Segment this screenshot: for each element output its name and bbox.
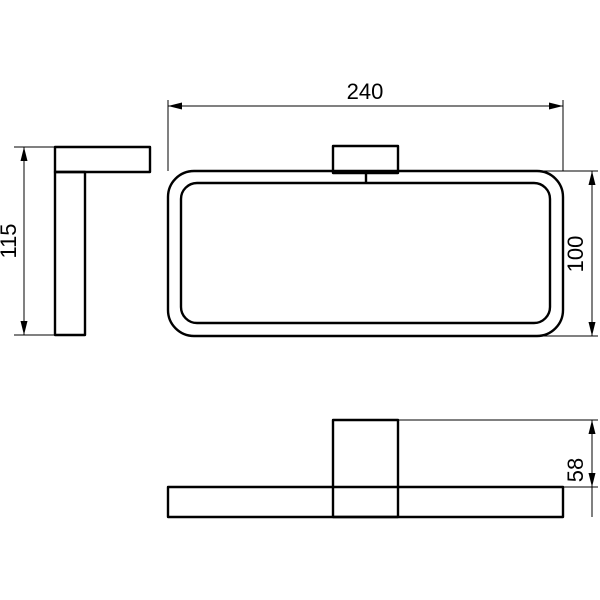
- side-view-vertical-bar: [53, 170, 87, 337]
- dimension-label-58: 58: [563, 458, 588, 482]
- arrow-head: [549, 102, 563, 110]
- arrow-head: [20, 147, 28, 161]
- side-view-top-arm: [53, 145, 152, 174]
- dimension-label-240: 240: [347, 79, 384, 104]
- front-view: 240 100: [166, 79, 598, 338]
- top-view: 58: [166, 418, 598, 519]
- front-view-mount-block: [331, 144, 400, 175]
- top-view-mount-block: [331, 418, 400, 519]
- front-view-ring-inner: [179, 181, 552, 325]
- arrow-head: [588, 473, 596, 487]
- arrow-head: [20, 321, 28, 335]
- dimension-label-115: 115: [0, 223, 21, 258]
- arrow-head: [588, 171, 596, 185]
- side-view: 115: [0, 145, 152, 337]
- front-view-ring-outer: [166, 169, 565, 338]
- top-view-bar: [166, 485, 565, 519]
- arrow-head: [588, 322, 596, 336]
- arrow-head: [168, 102, 182, 110]
- dimension-label-100: 100: [563, 236, 588, 273]
- arrow-head: [588, 420, 596, 434]
